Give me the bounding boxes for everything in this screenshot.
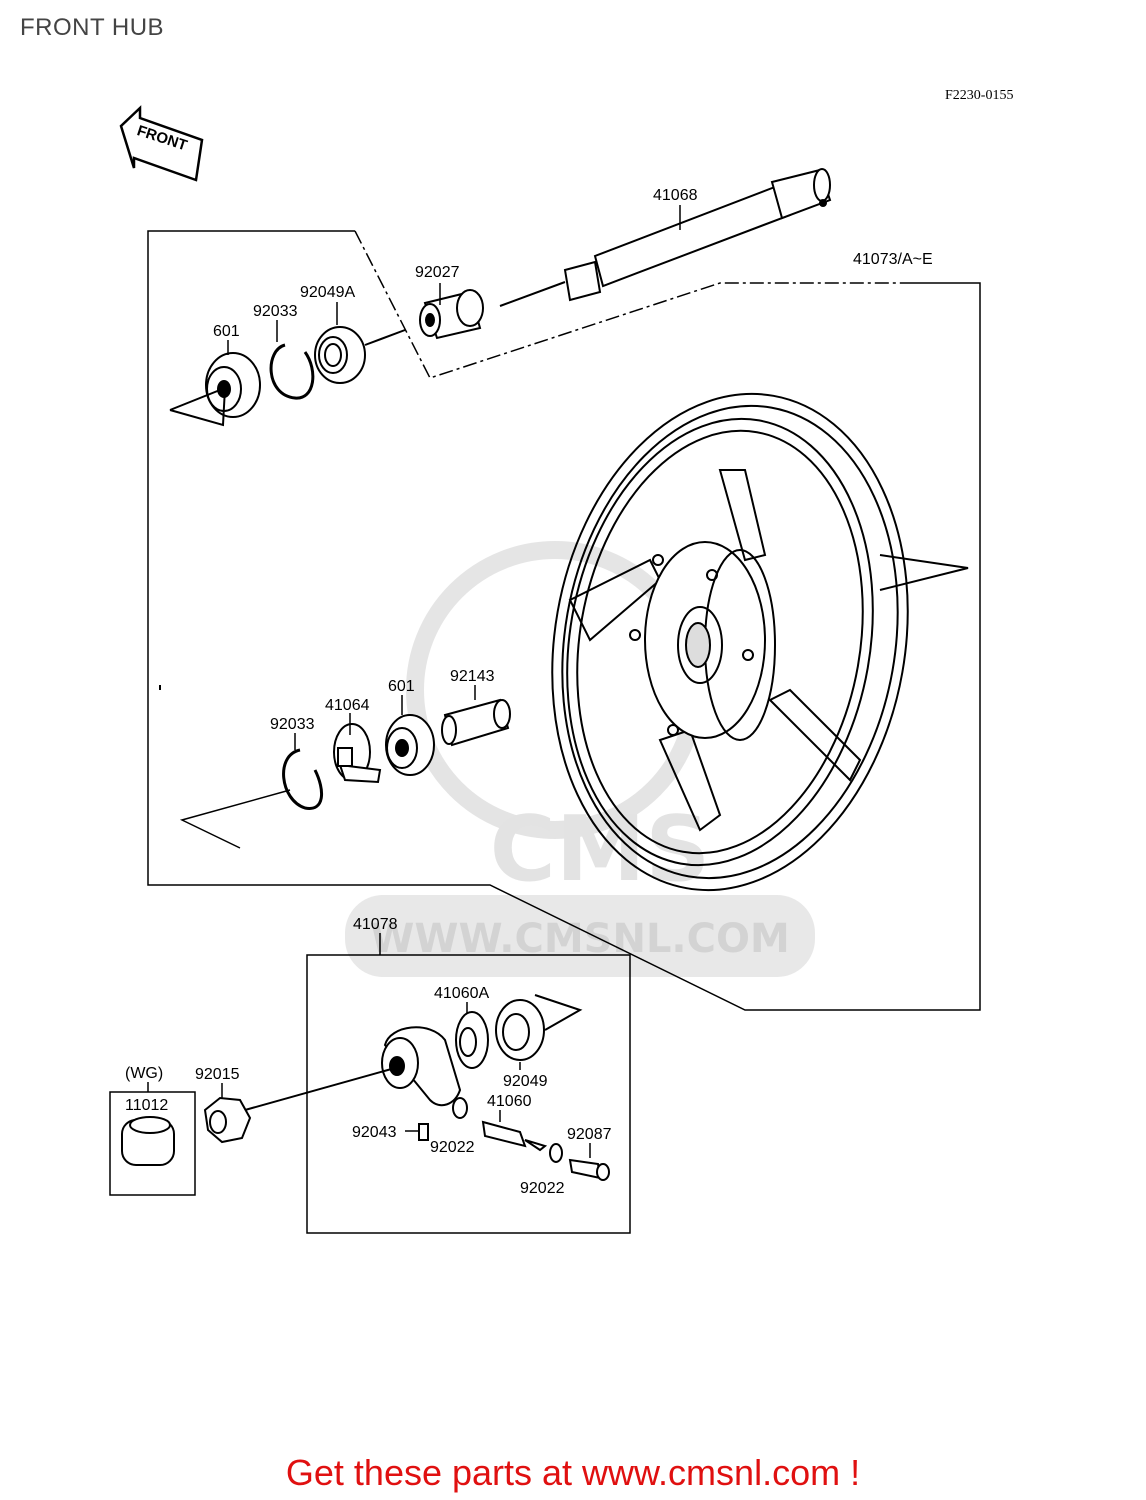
- bearing-601-mid: [385, 714, 435, 776]
- front-arrow-icon: FRONT: [119, 105, 204, 182]
- nut-92015: [203, 1096, 252, 1144]
- label-92049a: 92049A: [300, 284, 355, 301]
- page-title: FRONT HUB: [20, 14, 165, 41]
- label-92015: 92015: [195, 1066, 240, 1083]
- label-11012: 11012: [125, 1097, 168, 1114]
- spacer-92027: [419, 289, 484, 340]
- retainer-41064: [333, 723, 382, 784]
- label-41068: 41068: [653, 187, 698, 204]
- seal-92049a: [314, 326, 406, 384]
- label-wg: (WG): [125, 1065, 163, 1082]
- gear-41060a: [455, 1011, 489, 1069]
- label-601-mid: 601: [388, 678, 415, 695]
- label-41060: 41060: [487, 1093, 532, 1110]
- label-92022-b: 92022: [520, 1180, 565, 1197]
- label-41073: 41073/A~E: [853, 251, 933, 268]
- circlip-92033-mid: [282, 748, 324, 810]
- cap-box-wg: [109, 1082, 196, 1196]
- label-92033-top: 92033: [253, 303, 298, 320]
- assembly-axis-line: [179, 789, 291, 849]
- wheel-rim: [551, 392, 969, 892]
- circlip-92033-top: [269, 343, 315, 400]
- label-41064: 41064: [325, 697, 370, 714]
- leader-lines: [221, 205, 681, 1158]
- label-92143: 92143: [450, 668, 495, 685]
- label-92087: 92087: [567, 1126, 612, 1143]
- collar-92143: [441, 698, 511, 747]
- label-92022-a: 92022: [430, 1139, 475, 1156]
- label-92027: 92027: [415, 264, 460, 281]
- label-92043: 92043: [352, 1124, 397, 1141]
- label-41078: 41078: [353, 916, 398, 933]
- get-parts-link[interactable]: Get these parts at www.cmsnl.com !: [285, 1452, 861, 1493]
- pinion-41060: [481, 1120, 548, 1152]
- assembly-outline: [147, 230, 981, 1011]
- axle-41068: [499, 168, 832, 307]
- pin-92043: [418, 1123, 429, 1141]
- label-92049: 92049: [503, 1073, 548, 1090]
- diagram-code: F2230-0155: [945, 88, 1013, 103]
- gear-housing: [244, 1026, 462, 1111]
- speedometer-gear-box: [306, 933, 631, 1234]
- label-41060a: 41060A: [434, 985, 489, 1002]
- seal-92049: [495, 994, 583, 1061]
- bushing-92087: [568, 1158, 610, 1181]
- bearing-601-top: [169, 352, 261, 427]
- washer-92022-a: [452, 1097, 468, 1119]
- label-601-top: 601: [213, 323, 240, 340]
- parts-diagram: WWW.CMSNL.COM CMS F2230-0155 FRONT: [109, 88, 1013, 1234]
- washer-92022-b: [549, 1143, 563, 1163]
- cap-11012: [121, 1116, 175, 1166]
- label-92033-mid: 92033: [270, 716, 315, 733]
